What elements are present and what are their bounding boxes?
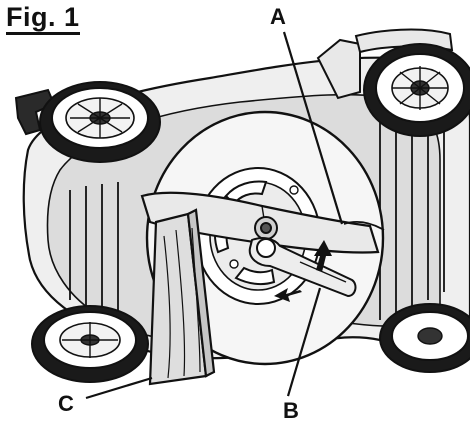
wheel-rear-right bbox=[379, 303, 470, 373]
callout-leaders bbox=[85, 31, 344, 400]
wrench bbox=[248, 237, 357, 298]
wheel-front-right bbox=[363, 43, 470, 137]
callout-label-a: A bbox=[270, 4, 286, 29]
wood-block bbox=[148, 208, 216, 386]
leader-b bbox=[286, 287, 322, 397]
front-grip bbox=[14, 88, 56, 136]
arrow-left-icon bbox=[274, 288, 302, 302]
arrow-up-icon bbox=[314, 240, 332, 272]
wheel-front-left bbox=[39, 81, 161, 163]
chassis-struts bbox=[69, 108, 445, 322]
callout-label-c: C bbox=[58, 391, 74, 416]
blade-nut bbox=[254, 216, 278, 240]
figure-title: Fig. 1 bbox=[6, 2, 80, 35]
leader-c bbox=[85, 376, 153, 400]
wheel-rear-left bbox=[31, 305, 149, 383]
callout-label-b: B bbox=[283, 398, 299, 423]
leader-a bbox=[282, 31, 344, 225]
